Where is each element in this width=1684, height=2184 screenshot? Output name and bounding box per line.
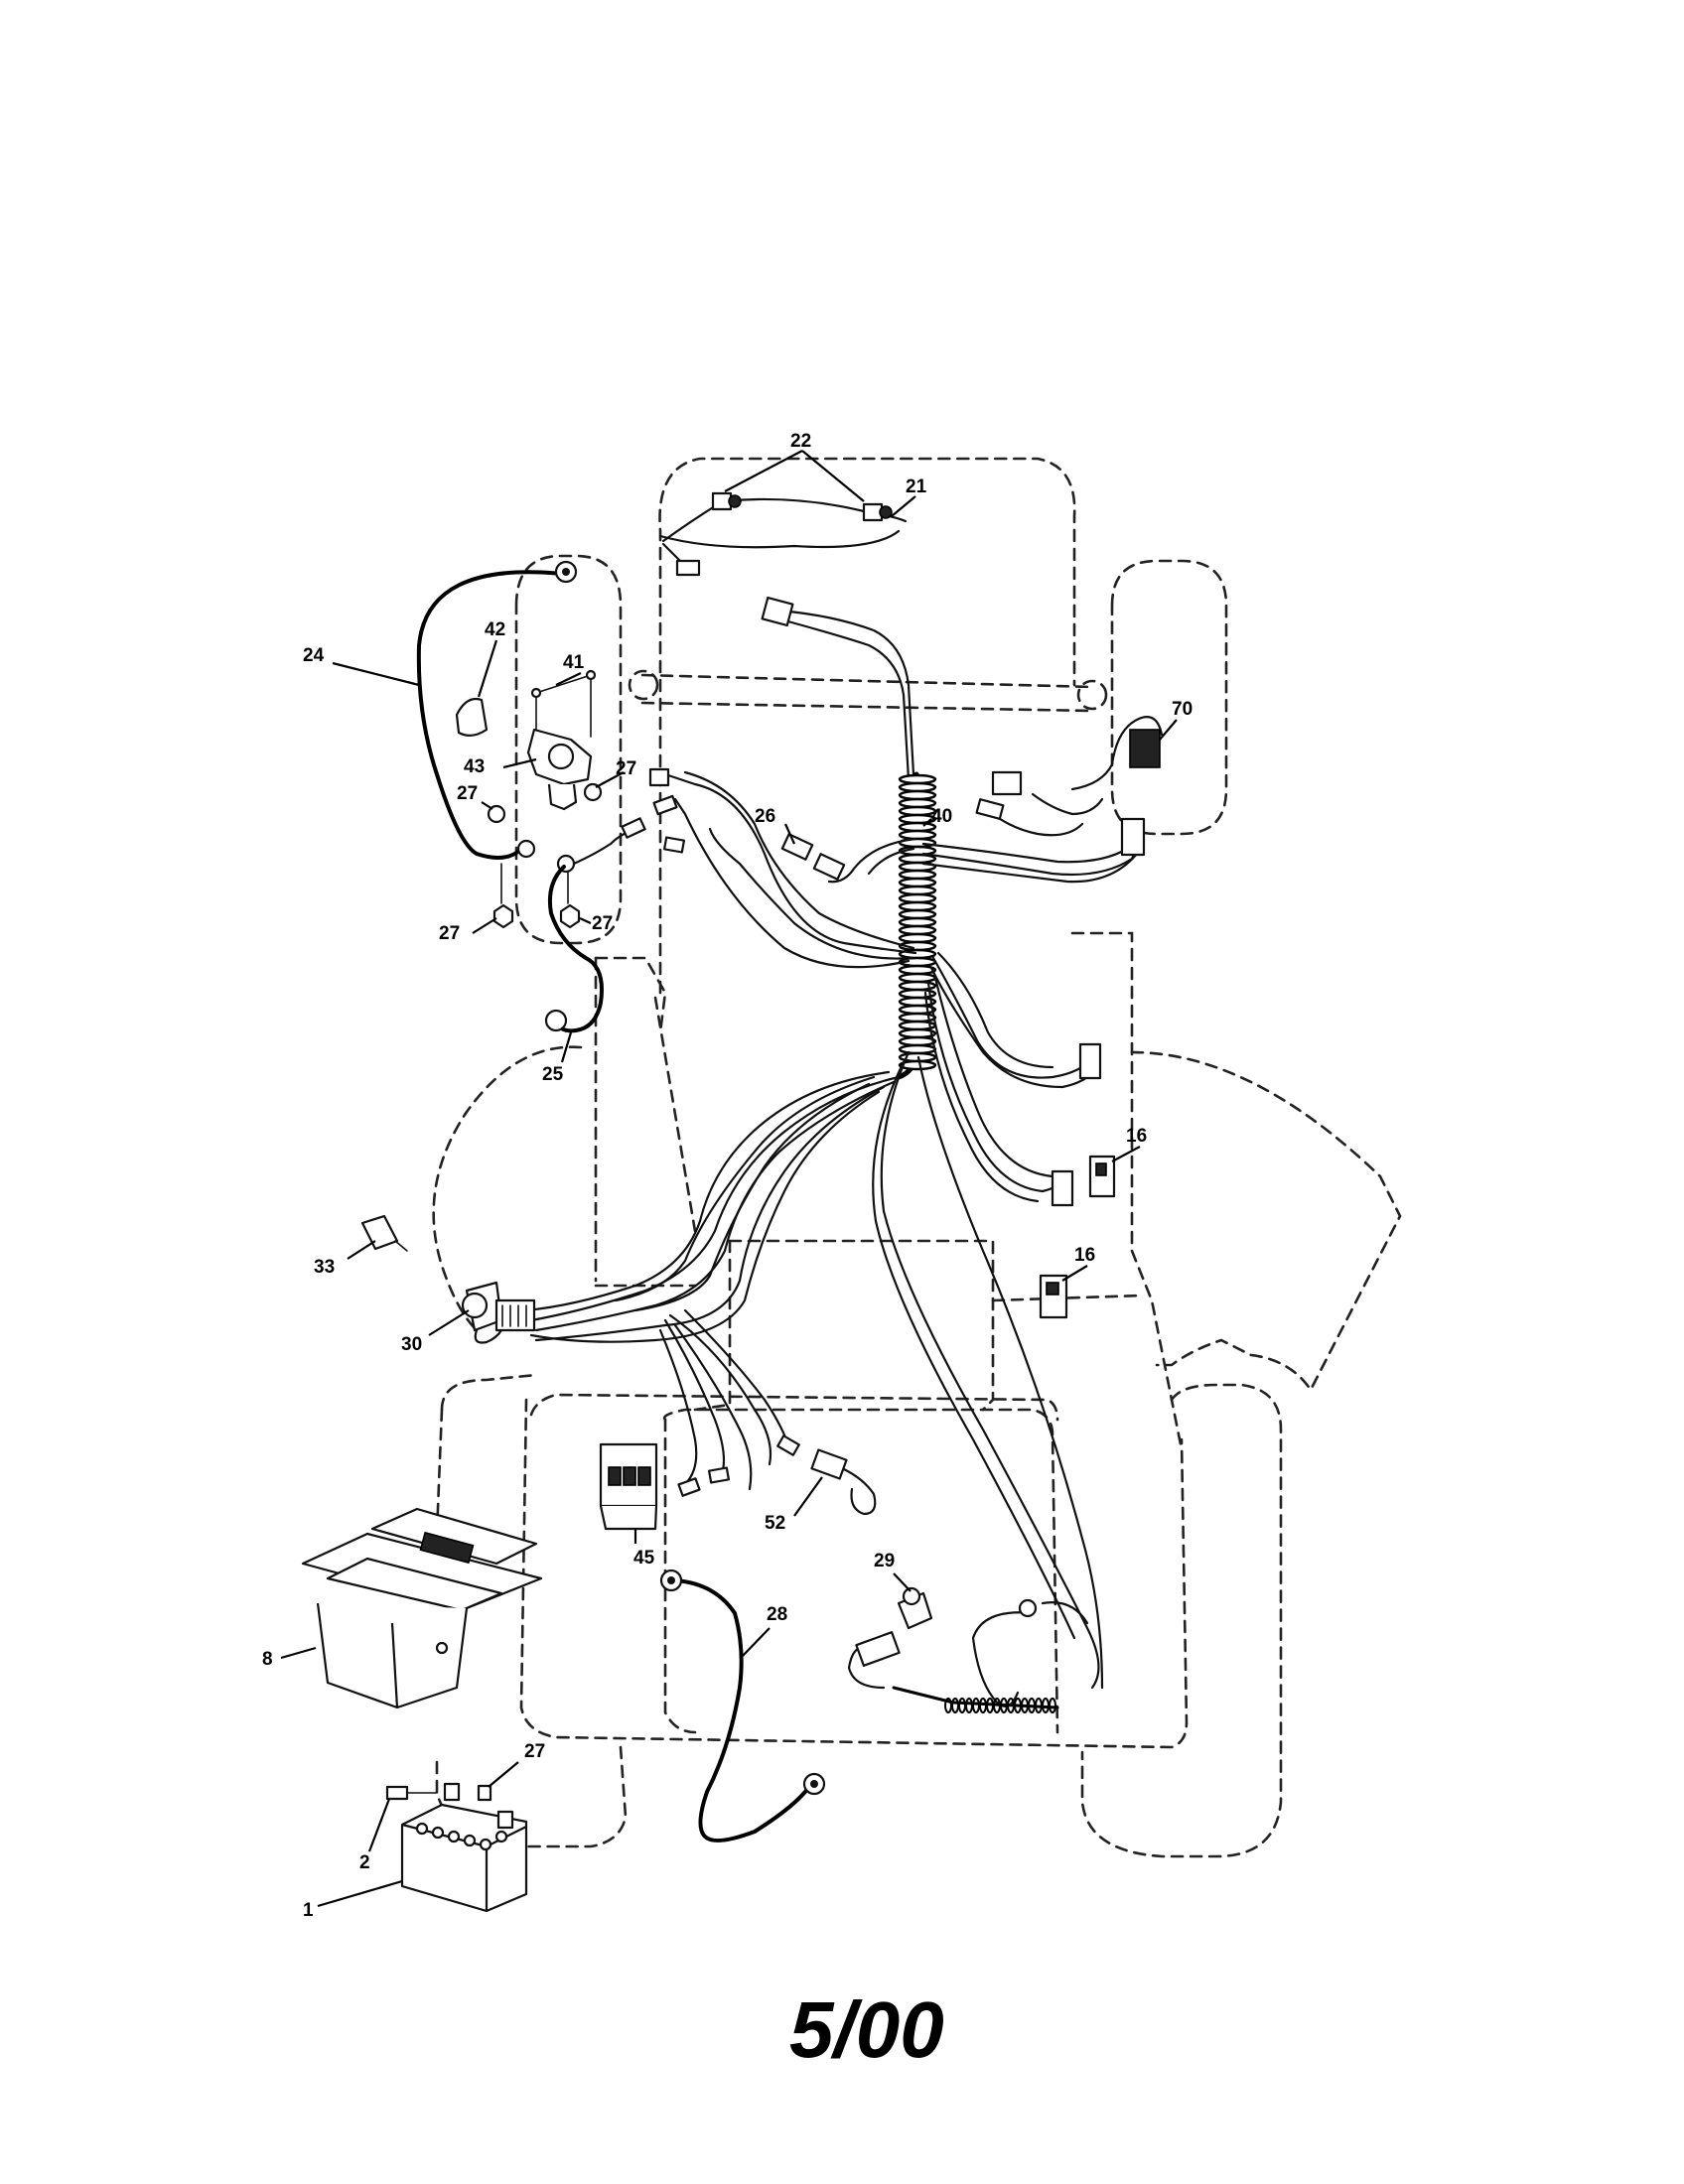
callout-27-b: 27 — [616, 758, 636, 779]
seat-cord-coil — [1049, 1698, 1056, 1713]
ignition-switch-30 — [461, 1281, 536, 1344]
connector-26b — [812, 853, 846, 881]
ground-cable-28 — [659, 1569, 826, 1843]
seat-cord-coil — [951, 1698, 959, 1713]
starter-solenoid — [455, 669, 646, 929]
terminal-3 — [677, 1477, 701, 1497]
battery-cable-24 — [416, 560, 578, 860]
callout-16-upper: 16 — [1126, 1126, 1147, 1147]
connector-right-1 — [991, 770, 1023, 796]
callout-26: 26 — [755, 806, 775, 827]
screw-41a — [530, 687, 542, 699]
battery-box-8 — [301, 1507, 543, 1709]
callout-leaders — [280, 450, 1178, 1908]
rear-left-wheel-outline — [440, 1373, 538, 1412]
seat-switch-connector — [855, 1631, 901, 1667]
callout-16-lower: 16 — [1074, 1245, 1095, 1266]
callout-8: 8 — [262, 1649, 273, 1670]
battery-nut-27 — [477, 1784, 492, 1802]
steering-wheel-outline — [432, 1045, 583, 1332]
fender-outline — [1130, 1050, 1402, 1393]
switch-16-upper — [1088, 1155, 1116, 1198]
callout-45: 45 — [633, 1548, 655, 1569]
harness-conduit — [896, 771, 937, 1080]
terminal-1 — [776, 1434, 800, 1456]
callout-2: 2 — [359, 1852, 370, 1873]
callout-52: 52 — [765, 1513, 785, 1534]
connector-small-1 — [648, 767, 670, 787]
seat-cord-coil — [958, 1698, 966, 1713]
connector-small-3 — [662, 836, 686, 854]
callout-29: 29 — [874, 1551, 895, 1571]
connector-16-upper — [1078, 1042, 1102, 1080]
callout-28: 28 — [767, 1604, 787, 1625]
terminal-2 — [707, 1466, 731, 1484]
callout-1: 1 — [303, 1900, 314, 1921]
battery-clamp — [443, 1782, 461, 1802]
headlight-connector — [675, 559, 701, 577]
callout-22: 22 — [790, 431, 811, 452]
relay-33 — [360, 1214, 408, 1252]
seat-cord-coil — [979, 1698, 987, 1713]
callout-70: 70 — [1172, 699, 1193, 720]
nut-27-b — [583, 782, 603, 802]
hood-connector — [761, 596, 794, 627]
seat-cord-coil — [972, 1698, 980, 1713]
rear-right-wheel-outline — [1080, 1383, 1283, 1858]
callout-30: 30 — [401, 1334, 422, 1355]
callout-21: 21 — [906, 477, 927, 497]
callout-27-c: 27 — [439, 923, 460, 944]
hood-outline — [658, 457, 1076, 995]
callout-labels: 22 21 24 42 41 43 27 27 27 27 25 26 40 7… — [262, 431, 1193, 1921]
callout-27-e: 27 — [524, 1741, 545, 1762]
switch-70 — [1129, 729, 1161, 768]
screw-41b — [585, 669, 597, 681]
seat-cord-coil — [965, 1698, 973, 1713]
callout-25: 25 — [542, 1064, 564, 1085]
seat-switch-29 — [847, 1586, 1089, 1713]
connector-16-lower — [1051, 1169, 1074, 1207]
nut-27-c — [492, 903, 514, 929]
switch-16-lower — [1039, 1274, 1068, 1319]
callout-33: 33 — [314, 1257, 335, 1278]
connector-right-2 — [975, 798, 1005, 820]
headlight-bulb-left — [711, 491, 742, 511]
nut-27-d — [559, 903, 581, 929]
starter-ring-terminal — [544, 1009, 568, 1032]
solenoid-boot-42 — [455, 697, 489, 737]
conduit-coil — [898, 1059, 937, 1071]
fuse-holder-45 — [599, 1442, 658, 1531]
connector-right-3 — [1120, 817, 1146, 857]
solenoid-terminal-1 — [516, 839, 536, 859]
starter-cable-25 — [544, 865, 604, 1033]
battery-terminal — [496, 1810, 514, 1830]
callout-43: 43 — [464, 756, 485, 777]
callout-27-a: 27 — [457, 783, 478, 804]
connector-52 — [810, 1448, 877, 1516]
solenoid-body — [547, 743, 575, 770]
battery-1 — [385, 1782, 528, 1913]
callout-24: 24 — [303, 645, 325, 666]
nut-27-a — [487, 804, 506, 824]
headlight-bulb-right — [862, 502, 893, 522]
connector-small-2 — [652, 794, 678, 816]
headlight-harness — [658, 491, 908, 577]
callout-42: 42 — [485, 619, 505, 640]
main-wiring-harness — [524, 596, 1164, 1690]
front-left-wheel-outline — [514, 554, 623, 945]
callout-40: 40 — [931, 806, 952, 827]
battery-bolt-2 — [385, 1785, 409, 1801]
date-code: 5/00 — [789, 1985, 944, 2074]
callout-27-d: 27 — [592, 913, 613, 934]
callout-41: 41 — [563, 652, 585, 673]
connector-26a — [780, 833, 814, 861]
front-right-wheel-outline — [1110, 559, 1228, 836]
